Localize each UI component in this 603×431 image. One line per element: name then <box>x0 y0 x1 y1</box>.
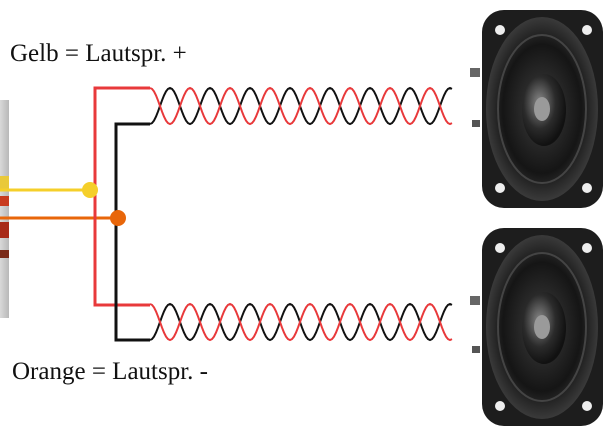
wire-harness-plug <box>0 100 9 318</box>
black-wire-bus <box>114 122 150 342</box>
speaker-bottom <box>470 228 603 426</box>
red-wire-bus <box>93 86 150 307</box>
speaker-top <box>470 10 603 208</box>
orange-wire-label: Orange = Lautspr. - <box>12 358 208 385</box>
yellow-junction-dot <box>82 182 98 198</box>
twisted-red-strand <box>149 302 453 342</box>
yellow-wire-label: Gelb = Lautspr. + <box>10 40 187 67</box>
twisted-pair-top <box>149 86 453 126</box>
twisted-pair-bottom <box>149 302 453 342</box>
orange-junction-dot <box>110 210 126 226</box>
twisted-red-strand <box>149 86 453 126</box>
